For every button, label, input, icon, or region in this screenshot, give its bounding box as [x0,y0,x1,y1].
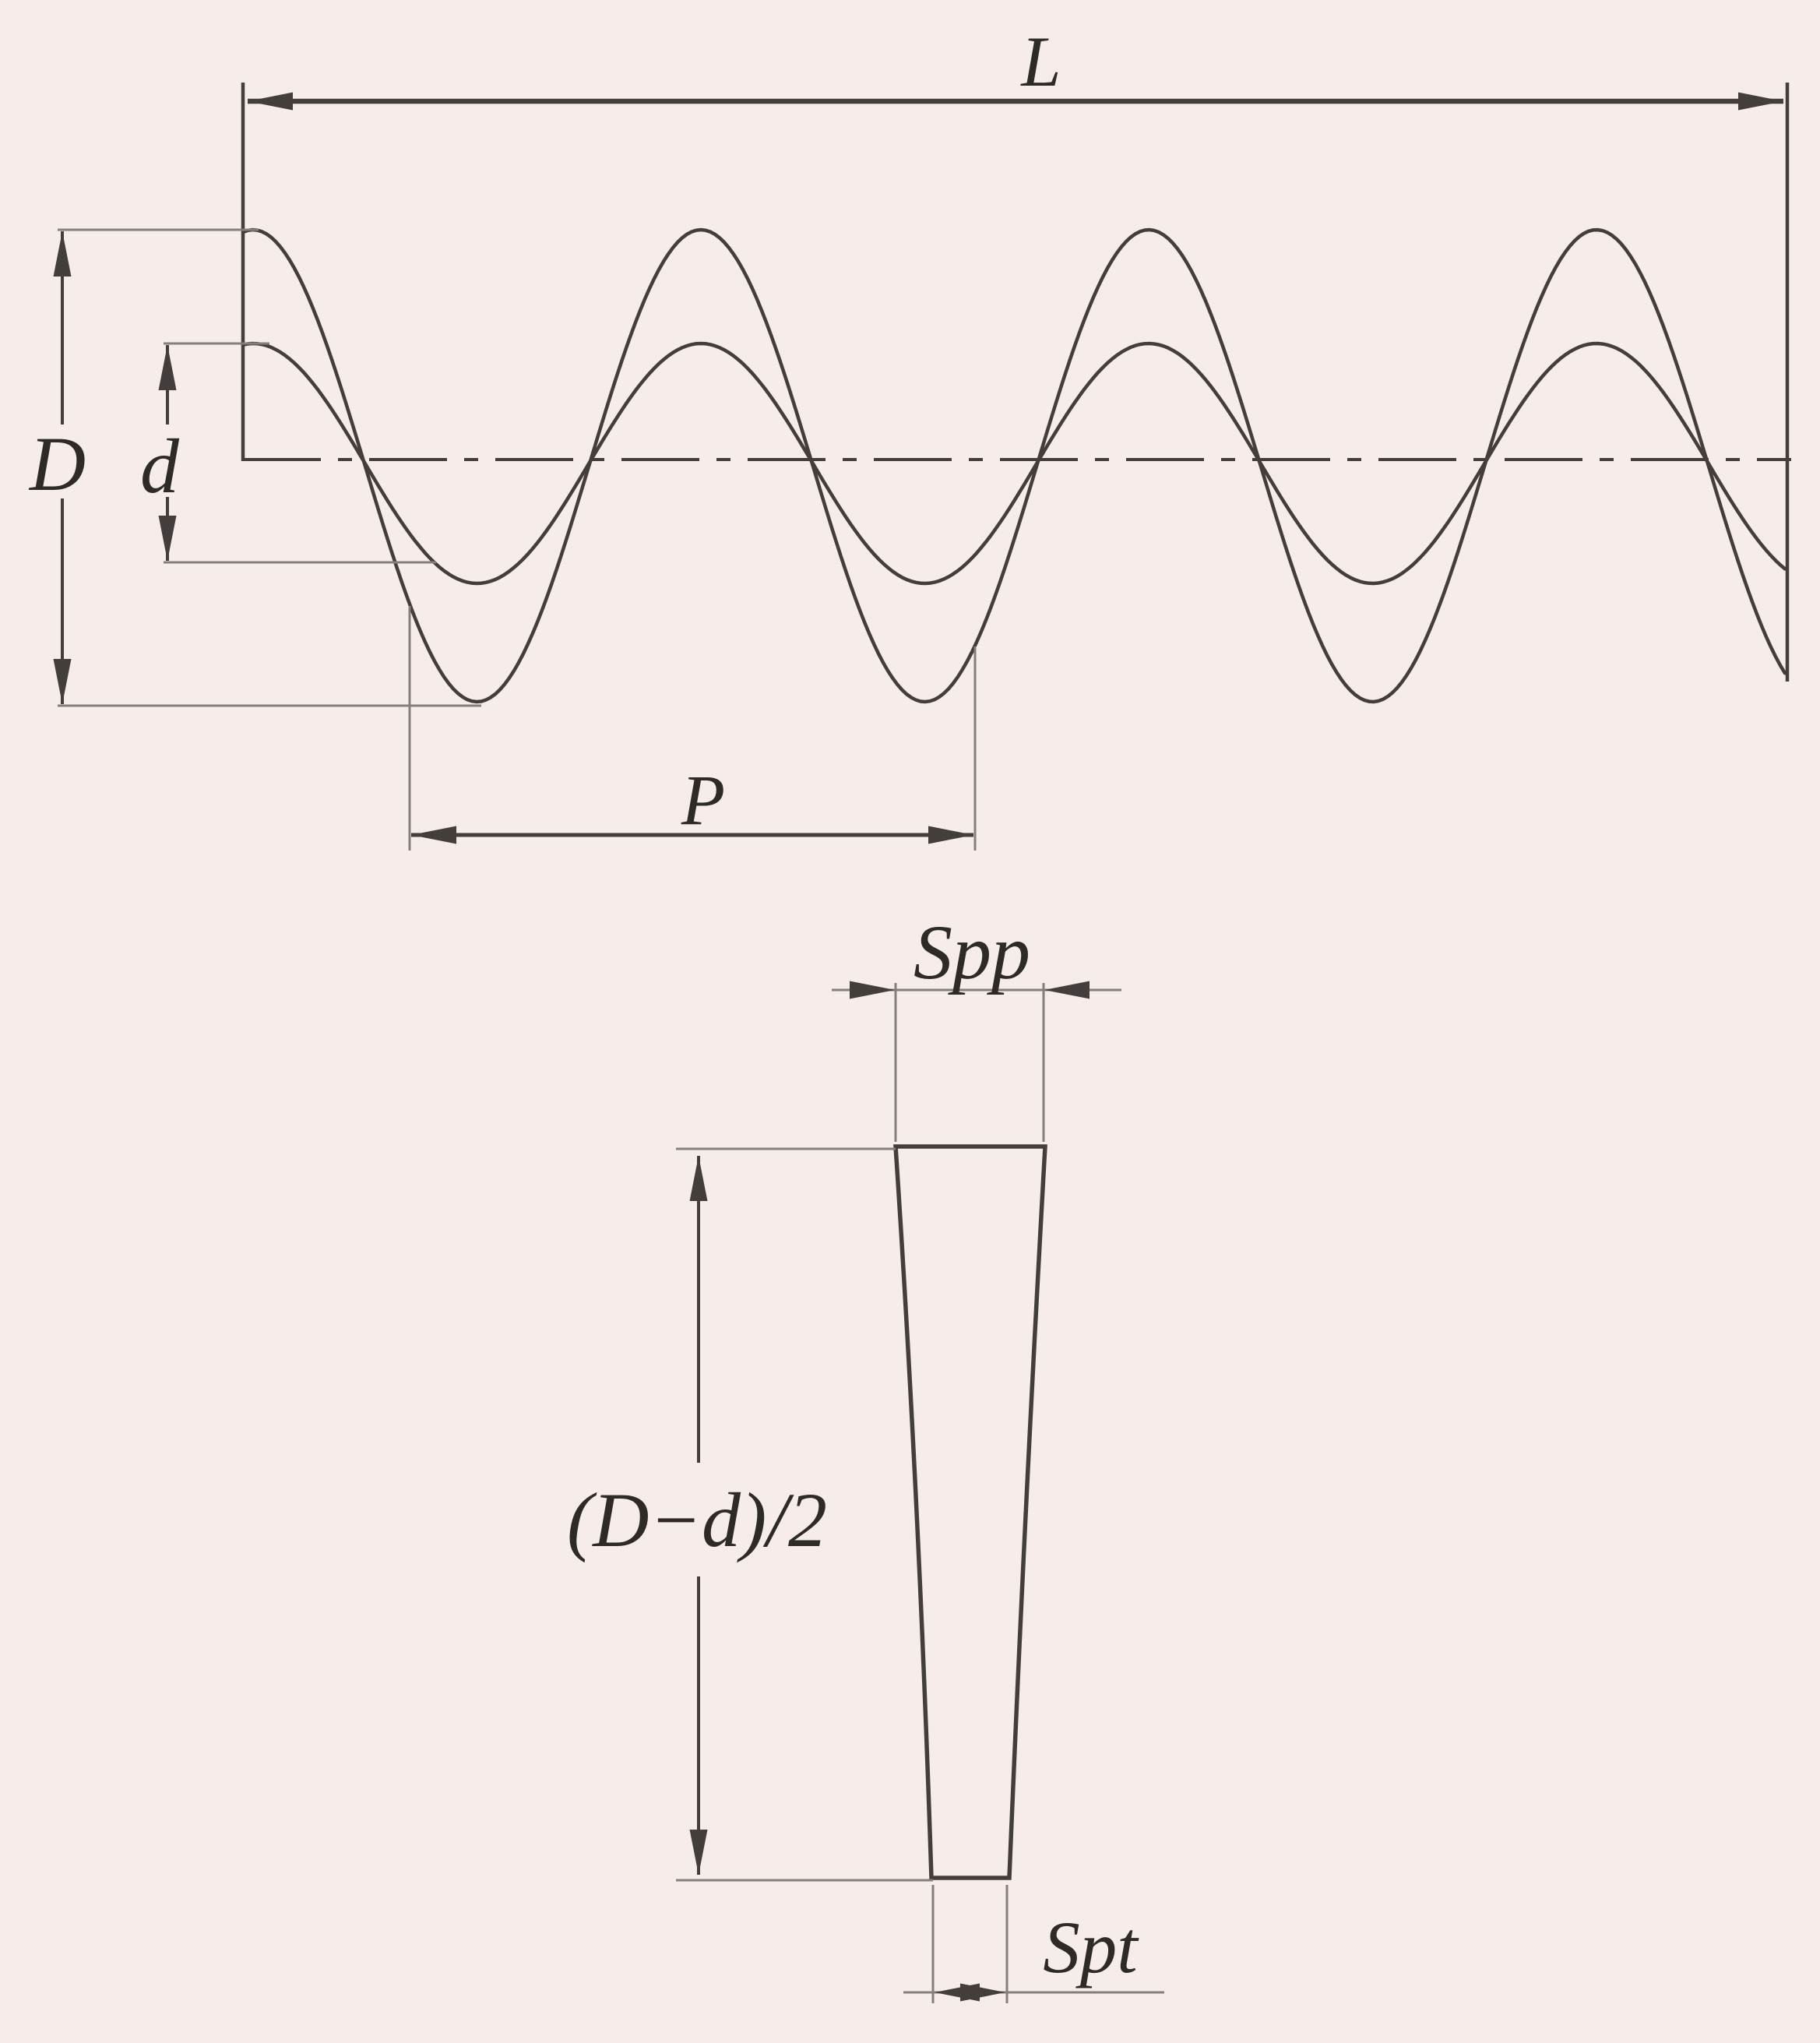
l-dimension-label: L [1019,22,1061,101]
dimension-pitch: P [408,606,977,851]
inner-diameter-label: d [140,423,180,509]
dimension-outer-diameter: D [28,228,481,707]
outer-flight-curve [241,227,1787,704]
spp-label: Spp [914,909,1030,995]
dimension-flight-height: (D−d)/2 [567,1147,933,1882]
pitch-label: P [681,760,725,840]
inner-flight-curve [241,341,1787,586]
dimension-flight-thickness-tube: Spt [903,1885,1164,2003]
dimension-total-length: L [248,22,1783,111]
outer-diameter-label: D [28,421,86,507]
flight-cross-section [893,1144,1047,1880]
dimension-flight-thickness-periphery: Spp [832,909,1121,1142]
spt-label: Spt [1043,1906,1139,1988]
dimension-inner-diameter: d [140,342,436,564]
flight-height-label: (D−d)/2 [567,1477,827,1563]
